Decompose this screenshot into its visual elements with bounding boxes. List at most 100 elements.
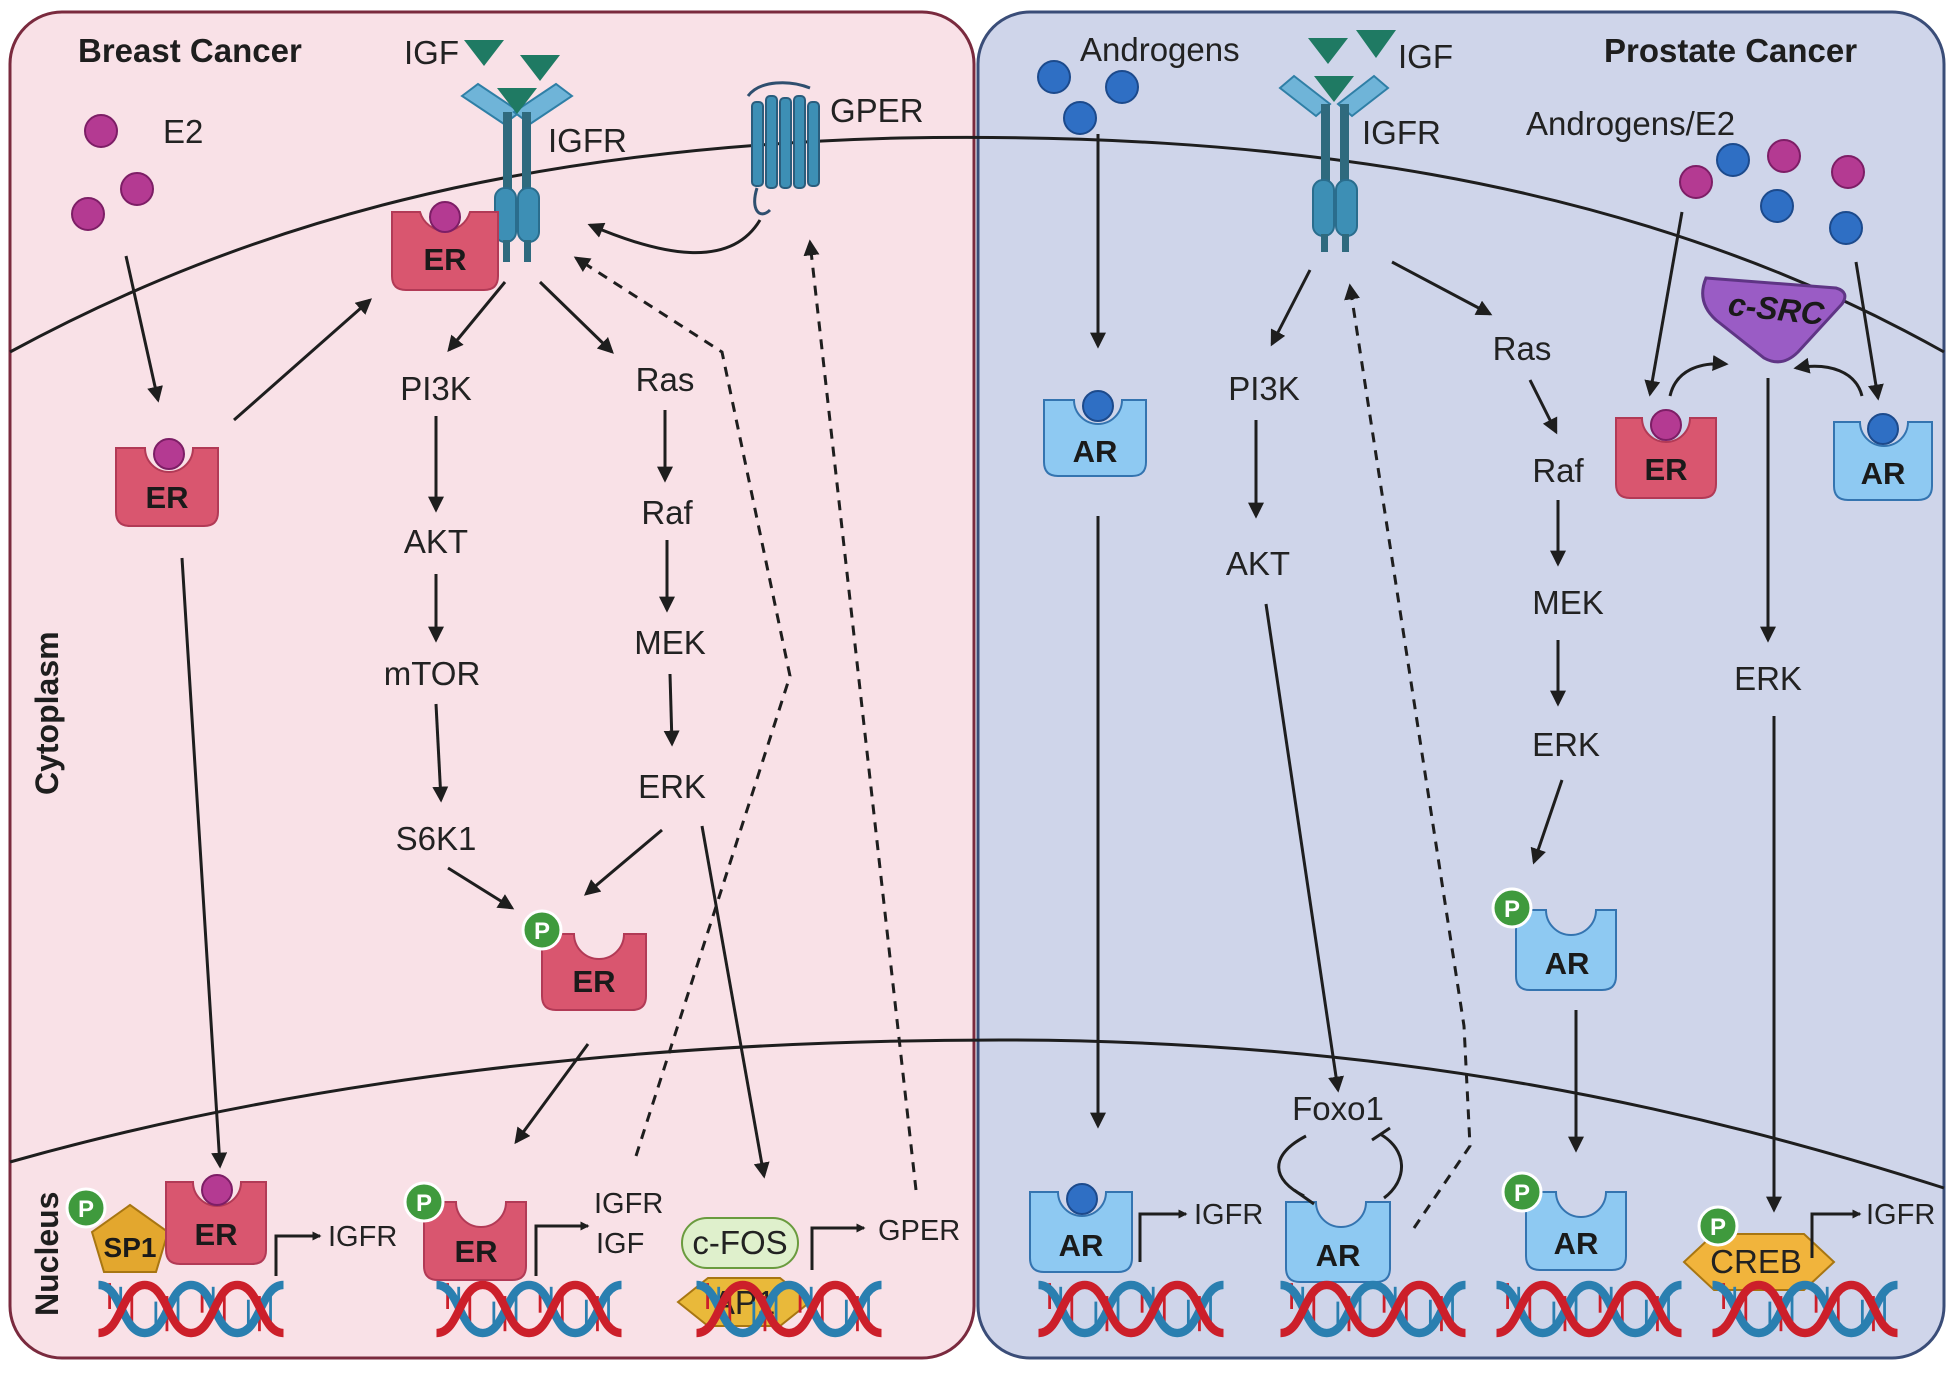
svg-text:P: P — [78, 1196, 94, 1223]
svg-text:CREB: CREB — [1710, 1243, 1802, 1280]
arrow-ar-to-csrc — [1793, 357, 1864, 397]
igf-ligand — [1308, 38, 1348, 64]
gper-label: GPER — [830, 92, 924, 129]
arrow-er-to-membrane — [233, 298, 372, 422]
nucleus-label: Nucleus — [29, 1192, 65, 1316]
svg-text:ER: ER — [572, 964, 615, 999]
transcription-start-arrow — [534, 1221, 590, 1276]
gene-gper-label: GPER — [878, 1215, 960, 1247]
androgen-ligand — [1037, 60, 1071, 94]
svg-text:ER: ER — [454, 1234, 497, 1269]
gene-igf-label: IGF — [596, 1228, 644, 1260]
akt-label: AKT — [404, 523, 468, 560]
er-nucleus-protein: ER — [165, 1174, 267, 1265]
arrow-mek-to-erk — [663, 673, 680, 747]
er-prostate-protein: ER — [1615, 409, 1717, 499]
mek-label: MEK — [634, 624, 706, 661]
erk-label: ERK — [1532, 726, 1600, 763]
gene-igfr-label: IGFR — [1866, 1199, 1935, 1231]
igfr-receptor — [1278, 74, 1390, 252]
svg-text:AR: AR — [1554, 1226, 1599, 1261]
sp1-protein: SP1 — [90, 1203, 170, 1273]
svg-text:AR: AR — [1073, 434, 1118, 469]
svg-text:AR: AR — [1545, 946, 1590, 981]
arrow-er-to-nucleus — [180, 557, 228, 1169]
phospho-ar-protein: AR — [1515, 909, 1617, 991]
arrow-gper-to-igfr — [587, 219, 762, 255]
akt-label: AKT — [1226, 545, 1290, 582]
phospho-ar-nucleus-protein: AR — [1525, 1191, 1627, 1271]
e2-label: E2 — [163, 113, 203, 150]
breast-cancer-panel — [8, 10, 976, 1360]
svg-text:AR: AR — [1861, 456, 1906, 491]
raf-label: Raf — [1532, 452, 1584, 489]
ar-cytoplasm-protein: AR — [1043, 390, 1147, 477]
androgens-label: Androgens — [1080, 31, 1240, 68]
phospho-er-nucleus-protein: ER — [423, 1201, 527, 1281]
svg-text:AR: AR — [1059, 1228, 1104, 1263]
mek-label: MEK — [1532, 584, 1604, 621]
prostate-panel-title: Prostate Cancer — [1604, 32, 1857, 69]
phospho-badge: P — [403, 1181, 445, 1223]
androgen-ligand — [1716, 143, 1750, 177]
svg-text:SP1: SP1 — [104, 1232, 157, 1263]
svg-text:P: P — [1710, 1214, 1726, 1241]
phospho-badge: P — [1697, 1205, 1739, 1247]
svg-text:ER: ER — [194, 1217, 237, 1252]
phospho-badge: P — [521, 909, 563, 951]
e2-ligand — [1767, 139, 1801, 173]
arrow-per-to-nucleus — [514, 1043, 590, 1145]
cytoplasm-label: Cytoplasm — [29, 631, 65, 795]
arrow-erk-to-par — [1530, 779, 1564, 865]
arrow-igfr-to-pi3k — [1270, 269, 1312, 347]
androgen-ligand — [1829, 211, 1863, 245]
e2-ligand — [1831, 155, 1865, 189]
phospho-badge: P — [65, 1187, 107, 1229]
svg-text:P: P — [1504, 896, 1520, 923]
svg-text:P: P — [1514, 1180, 1530, 1207]
er-membrane-protein: ER — [391, 201, 499, 291]
inhibit-bar — [1293, 1188, 1315, 1206]
transcription-start-arrow — [274, 1231, 322, 1276]
pi3k-label: PI3K — [400, 370, 472, 407]
transcription-start-arrow — [1138, 1209, 1188, 1262]
arrow-erk-to-per — [583, 828, 663, 896]
androgen-ligand — [1063, 101, 1097, 135]
igfr-receptor — [460, 82, 574, 262]
inhibit-bar — [1371, 1126, 1391, 1142]
svg-text:P: P — [416, 1190, 432, 1217]
er-cytoplasm-protein: ER — [115, 438, 219, 527]
prostate-cancer-panel — [976, 10, 1946, 1360]
gene-igfr-label: IGFR — [328, 1221, 397, 1253]
raf-label: Raf — [641, 494, 693, 531]
plasma-membrane — [9, 135, 1945, 354]
cfos-protein: c-FOS — [681, 1217, 799, 1269]
csrc-protein: c-SRC — [1701, 276, 1847, 364]
ar-nucleus-protein: AR — [1029, 1183, 1133, 1273]
igf-label: IGF — [404, 34, 459, 71]
e2-ligand — [71, 197, 105, 231]
ras-label: Ras — [1493, 330, 1552, 367]
svg-text:AR: AR — [1316, 1238, 1361, 1273]
erk-label: ERK — [638, 768, 706, 805]
igf-label: IGF — [1398, 38, 1453, 75]
dashed-arrow-gper-feedback — [803, 239, 918, 1191]
svg-text:ER: ER — [1644, 452, 1687, 487]
ras-label: Ras — [636, 361, 695, 398]
arrow-erk-to-cfos — [700, 825, 770, 1179]
androgen-ligand — [1105, 70, 1139, 104]
transcription-start-arrow — [1810, 1209, 1862, 1258]
arrow-igfr-to-ras — [1391, 260, 1493, 316]
androgens-e2-label: Androgens/E2 — [1526, 105, 1735, 142]
svg-text:c-FOS: c-FOS — [692, 1224, 787, 1261]
mtor-label: mTOR — [384, 655, 481, 692]
igfr-label: IGFR — [548, 122, 627, 159]
gene-igfr-label: IGFR — [1194, 1199, 1263, 1231]
phospho-badge: P — [1501, 1171, 1543, 1213]
igf-ligand — [1356, 30, 1396, 58]
svg-text:ER: ER — [145, 480, 188, 515]
creb-protein: CREB — [1682, 1233, 1836, 1291]
phospho-er-protein: ER — [541, 933, 647, 1011]
arrow-akt-to-foxo1 — [1264, 603, 1344, 1093]
